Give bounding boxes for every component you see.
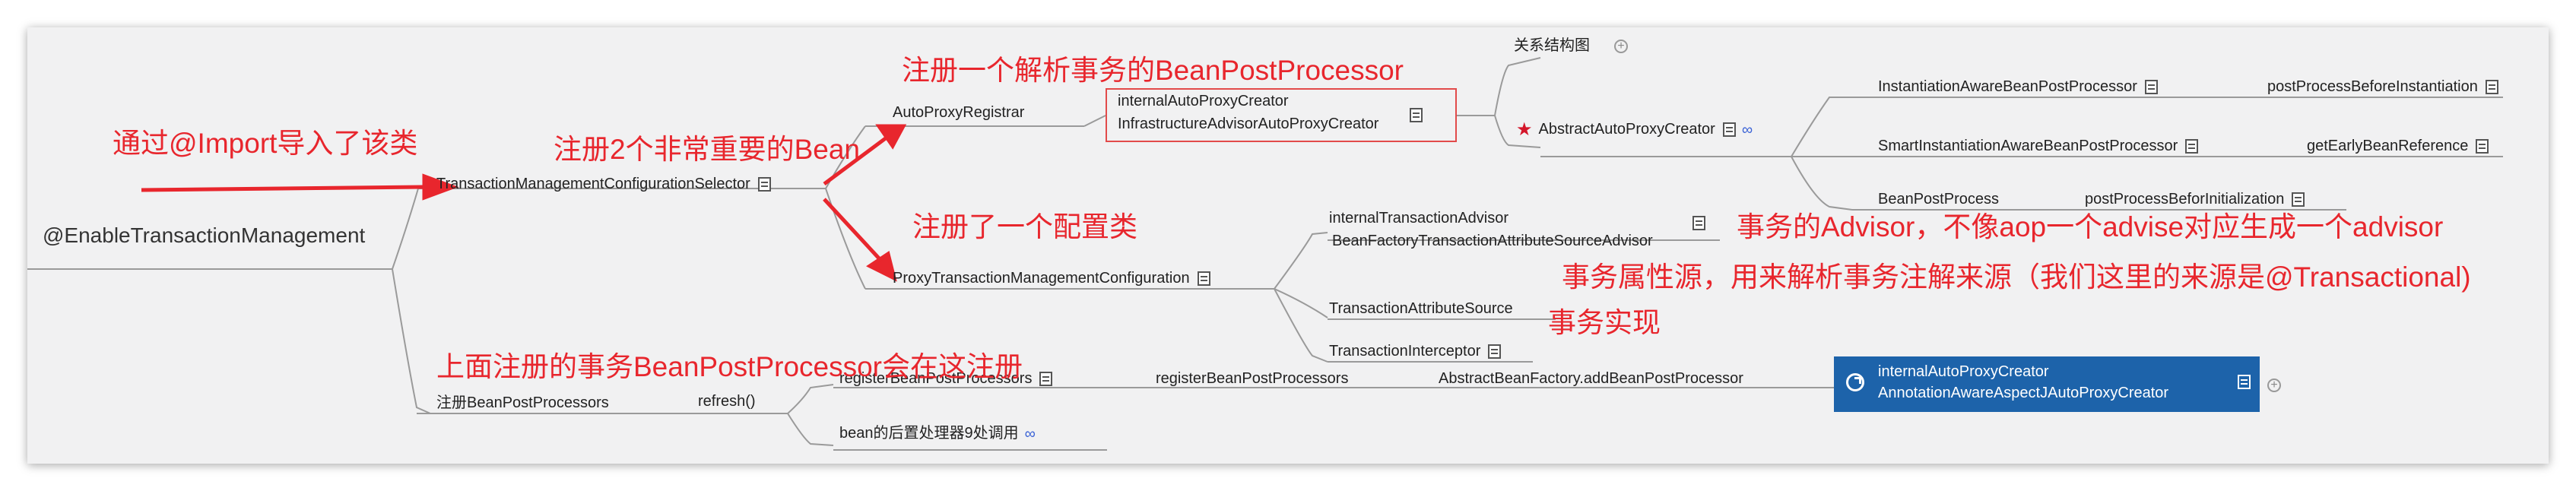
note-icon[interactable]	[2144, 80, 2158, 95]
note-icon[interactable]	[2292, 192, 2305, 207]
annotation-config-class: 注册了一个配置类	[912, 211, 1137, 242]
add-bpp-node[interactable]: AbstractBeanFactory.addBeanPostProcessor	[1439, 369, 1743, 388]
registrar-child-node[interactable]: internalAutoProxyCreator InfrastructureA…	[1118, 90, 1378, 135]
annotation-parse-bpp: 注册一个解析事务的BeanPostProcessor	[902, 55, 1404, 86]
smart-inst-aware-label: SmartInstantiationAwareBeanPostProcessor	[1878, 138, 2178, 154]
note-icon[interactable]	[1692, 216, 1705, 230]
note-icon[interactable]	[1197, 271, 1210, 287]
register-bpps-2-label: registerBeanPostProcessors	[839, 370, 1033, 387]
tx-interceptor-label: TransactionInterceptor	[1329, 343, 1481, 360]
auto-proxy-registrar-node[interactable]: AutoProxyRegistrar	[893, 103, 1024, 122]
note-icon[interactable]	[1488, 344, 1502, 360]
clock-icon	[1846, 373, 1864, 391]
registrar-child-line-1: internalAutoProxyCreator	[1118, 93, 1289, 109]
root-label: @EnableTransactionManagement	[43, 223, 366, 247]
register-bpps-3-node[interactable]: registerBeanPostProcessors	[1156, 369, 1348, 388]
tx-interceptor-node[interactable]: TransactionInterceptor	[1329, 342, 1502, 360]
connector-lines	[27, 57, 2503, 451]
highlight-box	[1106, 88, 1457, 142]
registrar-child-line-2: InfrastructureAdvisorAutoProxyCreator	[1118, 116, 1379, 132]
register-bpps-3-label: registerBeanPostProcessors	[1156, 370, 1349, 387]
note-icon[interactable]	[757, 177, 771, 192]
relation-diagram-node[interactable]: 关系结构图	[1514, 36, 1590, 55]
bean-post-9-label: bean的后置处理器9处调用	[839, 425, 1019, 442]
post-before-init-label: postProcessBeforInitialization	[2085, 191, 2285, 207]
tx-attr-source-node[interactable]: TransactionAttributeSource	[1329, 299, 1513, 318]
register-bpps-node[interactable]: 注册BeanPostProcessors	[436, 394, 609, 412]
expand-plus-icon[interactable]: +	[1614, 40, 1628, 53]
bean-post-process-node[interactable]: BeanPostProcess	[1878, 190, 1999, 208]
get-early-ref-label: getEarlyBeanReference	[2307, 138, 2469, 154]
proxy-tx-config-node[interactable]: ProxyTransactionManagementConfiguration	[893, 269, 1210, 287]
proxy-tx-config-label: ProxyTransactionManagementConfiguration	[893, 270, 1190, 287]
note-icon[interactable]	[2185, 139, 2199, 154]
auto-proxy-registrar-label: AutoProxyRegistrar	[893, 104, 1025, 121]
bean-post-9-node[interactable]: bean的后置处理器9处调用 ∞	[839, 424, 1036, 443]
refresh-label: refresh()	[698, 393, 756, 410]
instantiation-aware-node[interactable]: InstantiationAwareBeanPostProcessor	[1878, 78, 2158, 96]
link-icon[interactable]: ∞	[1741, 121, 1753, 138]
expand-plus-icon[interactable]: +	[2267, 379, 2281, 392]
note-icon[interactable]	[2238, 375, 2251, 389]
abstract-creator-label: AbstractAutoProxyCreator	[1538, 121, 1715, 138]
annotation-register-here: 上面注册的事务BeanPostProcessor会在这注册	[436, 351, 1023, 382]
selected-node-line-2: AnnotationAwareAspectJAutoProxyCreator	[1878, 385, 2169, 401]
note-icon[interactable]	[2485, 80, 2498, 95]
selector-label: TransactionManagementConfigurationSelect…	[436, 176, 750, 192]
annotation-two-beans: 注册2个非常重要的Bean	[554, 134, 860, 165]
annotation-advisor: 事务的Advisor，不像aop一个advise对应生成一个advisor	[1737, 211, 2444, 242]
mindmap-canvas: @EnableTransactionManagement Transaction…	[27, 27, 2549, 464]
post-before-init-node[interactable]: postProcessBeforInitialization	[2085, 190, 2305, 208]
internal-tx-advisor-line-2: BeanFactoryTransactionAttributeSourceAdv…	[1332, 233, 1653, 249]
smart-inst-aware-node[interactable]: SmartInstantiationAwareBeanPostProcessor	[1878, 137, 2199, 155]
internal-tx-advisor-node[interactable]: internalTransactionAdvisor BeanFactoryTr…	[1329, 207, 1653, 252]
internal-tx-advisor-line-1: internalTransactionAdvisor	[1329, 210, 1509, 226]
relation-diagram-label: 关系结构图	[1514, 37, 1590, 54]
register-bpps-2-node[interactable]: registerBeanPostProcessors	[839, 369, 1053, 388]
link-icon[interactable]: ∞	[1024, 425, 1036, 442]
post-before-inst-label: postProcessBeforeInstantiation	[2267, 78, 2478, 95]
tx-attr-source-label: TransactionAttributeSource	[1329, 300, 1513, 317]
star-icon: ★	[1516, 119, 1533, 140]
note-icon[interactable]	[1722, 122, 1736, 138]
bean-post-process-label: BeanPostProcess	[1878, 191, 1999, 207]
refresh-node[interactable]: refresh()	[698, 392, 756, 410]
selector-node[interactable]: TransactionManagementConfigurationSelect…	[436, 175, 771, 193]
annotation-import: 通过@Import导入了该类	[113, 128, 418, 159]
root-node[interactable]: @EnableTransactionManagement	[43, 223, 366, 247]
selected-node[interactable]: internalAutoProxyCreator AnnotationAware…	[1834, 356, 2260, 412]
annotation-impl: 事务实现	[1548, 307, 1661, 338]
get-early-ref-node[interactable]: getEarlyBeanReference	[2307, 137, 2489, 155]
note-icon[interactable]	[1039, 372, 1053, 387]
instantiation-aware-label: InstantiationAwareBeanPostProcessor	[1878, 78, 2137, 95]
post-before-inst-node[interactable]: postProcessBeforeInstantiation	[2267, 78, 2498, 96]
selected-node-line-1: internalAutoProxyCreator	[1878, 363, 2049, 380]
note-icon[interactable]	[2476, 139, 2489, 154]
annotation-attr-source: 事务属性源，用来解析事务注解来源（我们这里的来源是@Transactional)	[1562, 261, 2471, 293]
register-bpps-label: 注册BeanPostProcessors	[436, 394, 609, 411]
abstract-creator-node[interactable]: ★ AbstractAutoProxyCreator ∞	[1516, 120, 1753, 139]
add-bpp-label: AbstractBeanFactory.addBeanPostProcessor	[1439, 370, 1743, 387]
note-icon[interactable]	[1410, 108, 1423, 122]
